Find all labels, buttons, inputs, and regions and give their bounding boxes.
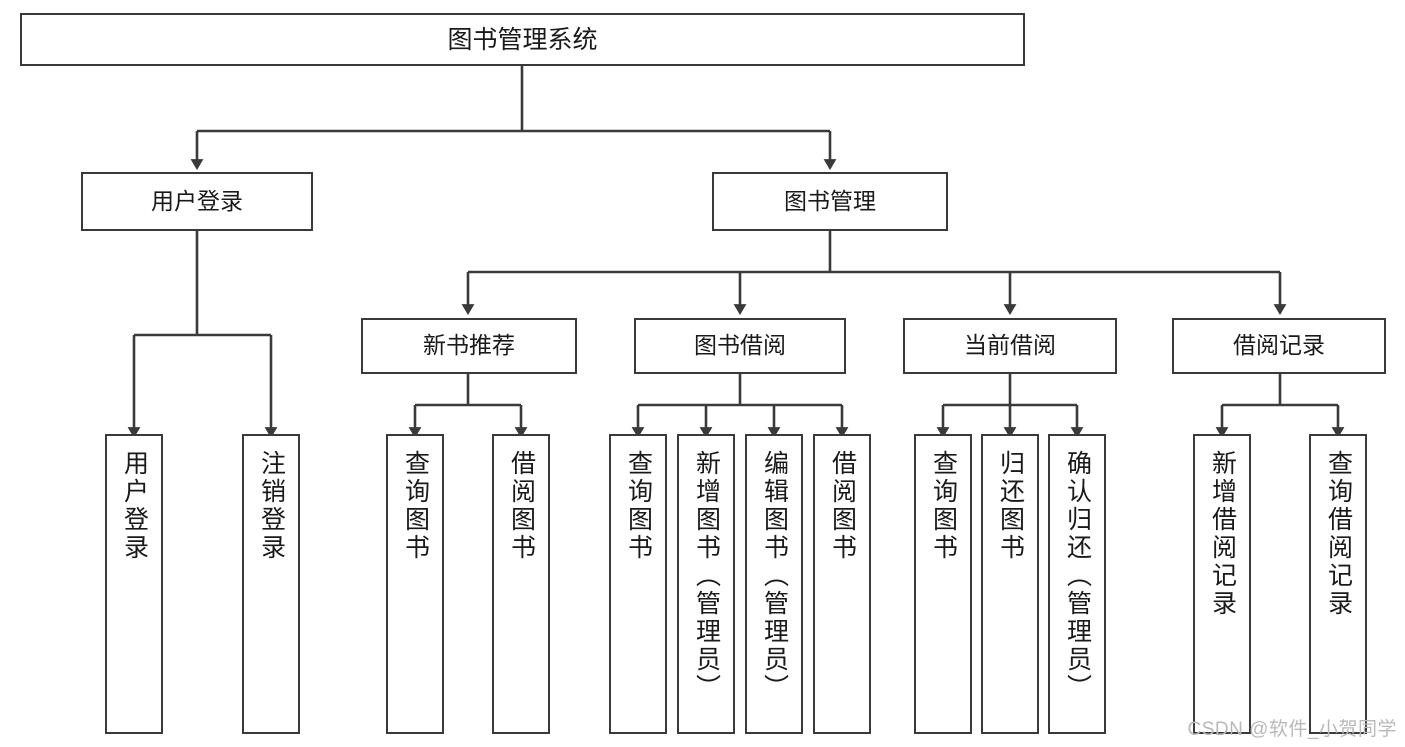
node-label: 注销登录 (257, 450, 286, 562)
node-label: 确认归还（管理员） (1063, 450, 1092, 702)
leaf-edit-book-admin[interactable]: 编辑图书（管理员） (745, 434, 803, 734)
node-label: 查询图书 (401, 450, 430, 562)
node-label: 新增借阅记录 (1208, 450, 1237, 618)
node-new-book-recommend[interactable]: 新书推荐 (361, 318, 577, 374)
node-root-system[interactable]: 图书管理系统 (20, 13, 1025, 66)
leaf-confirm-return-admin[interactable]: 确认归还（管理员） (1048, 434, 1106, 734)
node-label: 当前借阅 (964, 332, 1056, 359)
leaf-return-books[interactable]: 归还图书 (981, 434, 1039, 734)
node-label: 编辑图书（管理员） (760, 450, 789, 702)
leaf-user-login[interactable]: 用户登录 (105, 434, 163, 734)
leaf-query-books-2[interactable]: 查询图书 (609, 434, 667, 734)
node-user-login[interactable]: 用户登录 (81, 172, 313, 231)
node-label: 图书管理系统 (447, 25, 598, 54)
node-label: 用户登录 (120, 450, 149, 562)
leaf-query-books-1[interactable]: 查询图书 (386, 434, 444, 734)
node-label: 图书管理 (784, 187, 876, 214)
node-borrow-record[interactable]: 借阅记录 (1172, 318, 1386, 374)
node-book-borrow[interactable]: 图书借阅 (634, 318, 846, 374)
node-label: 查询图书 (929, 450, 958, 562)
node-label: 借阅图书 (828, 450, 857, 562)
node-label: 用户登录 (151, 187, 243, 214)
csdn-watermark: CSDN @软件_小贺同学 (1187, 719, 1397, 740)
node-label: 归还图书 (996, 450, 1025, 562)
leaf-add-borrow-record[interactable]: 新增借阅记录 (1193, 434, 1251, 734)
leaf-query-borrow-record[interactable]: 查询借阅记录 (1309, 434, 1367, 734)
leaf-add-book-admin[interactable]: 新增图书（管理员） (677, 434, 735, 734)
node-label: 新增图书（管理员） (692, 450, 721, 702)
node-label: 图书借阅 (694, 332, 786, 359)
leaf-borrow-books-1[interactable]: 借阅图书 (492, 434, 550, 734)
node-label: 借阅记录 (1233, 332, 1325, 359)
leaf-borrow-books-2[interactable]: 借阅图书 (813, 434, 871, 734)
node-label: 借阅图书 (507, 450, 536, 562)
leaf-query-books-3[interactable]: 查询图书 (914, 434, 972, 734)
node-book-management[interactable]: 图书管理 (712, 172, 948, 231)
node-current-borrow[interactable]: 当前借阅 (903, 318, 1117, 374)
node-label: 新书推荐 (423, 332, 515, 359)
node-label: 查询图书 (624, 450, 653, 562)
leaf-logout-login[interactable]: 注销登录 (242, 434, 300, 734)
node-label: 查询借阅记录 (1324, 450, 1353, 618)
